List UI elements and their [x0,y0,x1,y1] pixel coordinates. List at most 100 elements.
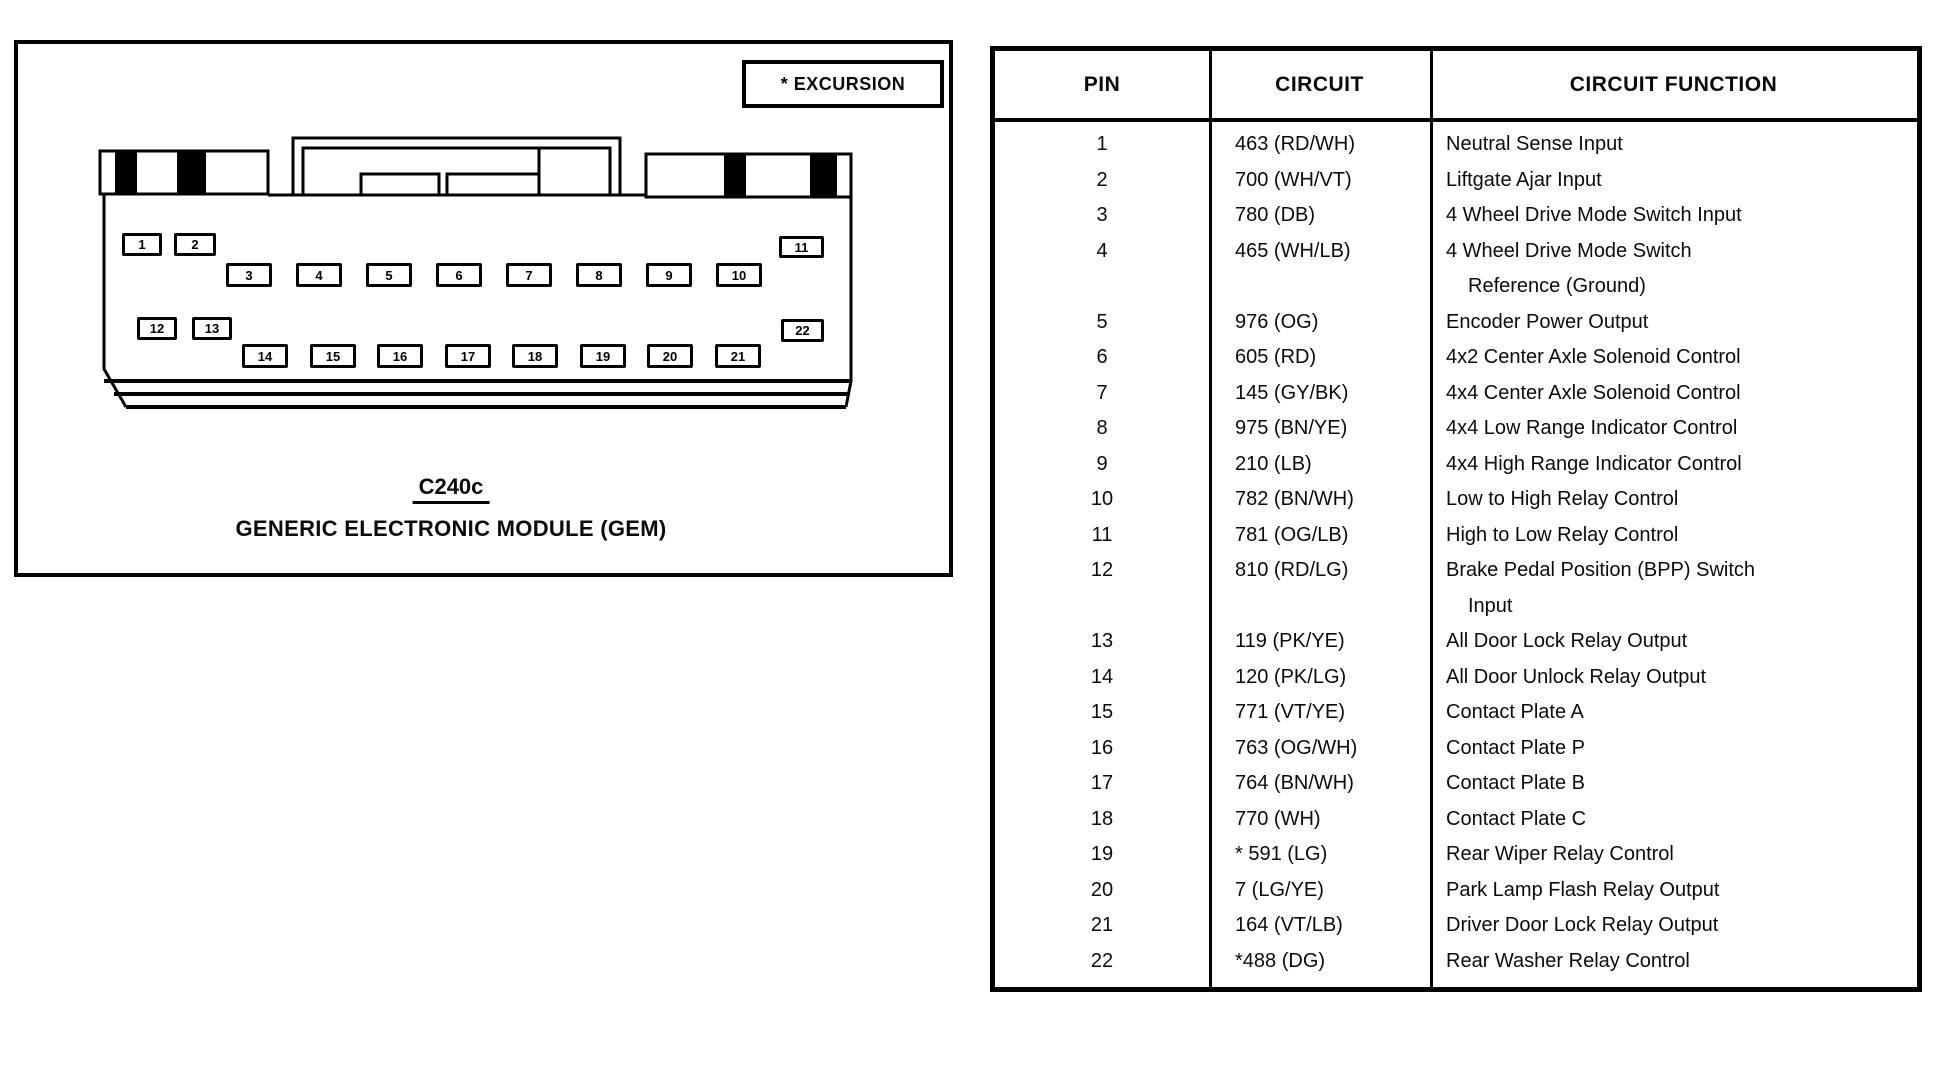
pin-box-12: 12 [137,317,177,340]
pin-box-14: 14 [242,344,288,368]
excursion-note-box: * EXCURSION [742,60,944,108]
function-cell: Contact Plate P [1446,736,1585,759]
pin-box-21: 21 [715,344,761,368]
connector-outline-drawing [98,136,853,409]
function-cell: Brake Pedal Position (BPP) Switch [1446,559,1756,581]
pin-box-6: 6 [436,263,482,287]
table-row-continuation: Input [995,589,1917,625]
pin-box-2: 2 [174,233,216,256]
pin-cell: 20 [1090,878,1114,901]
pin-cell: 9 [1096,452,1108,475]
circuit-cell: 465 (WH/LB) [1235,239,1351,262]
function-cell: 4x4 Low Range Indicator Control [1446,417,1738,439]
pin-cell: 8 [1096,417,1108,439]
table-row-continuation: Reference (Ground) [995,269,1917,305]
pin-cell: 16 [1090,736,1114,759]
circuit-cell: 763 (OG/WH) [1235,736,1358,759]
circuit-cell: 781 (OG/LB) [1235,523,1349,546]
table-row: 18 770 (WH) Contact Plate C [995,802,1917,838]
circuit-cell: 210 (LB) [1235,452,1312,475]
function-cell: Contact Plate C [1446,807,1587,830]
circuit-cell: 164 (VT/LB) [1235,914,1343,936]
table-row: 22*488 (DG)Rear Washer Relay Control [995,944,1917,980]
circuit-cell: 976 (OG) [1235,310,1319,333]
pin-box-5: 5 [366,263,412,287]
pin-cell: 17 [1090,772,1114,794]
circuit-cell: 782 (BN/WH) [1235,488,1354,510]
pin-box-8: 8 [576,263,622,287]
circuit-cell: 700 (WH/VT) [1235,168,1352,191]
pin-box-10: 10 [716,263,762,287]
pin-box-7: 7 [506,263,552,287]
table-row: 7 145 (GY/BK) 4x4 Center Axle Solenoid Con… [995,376,1917,412]
table-row: 21 164 (VT/LB) Driver Door Lock Relay Outp… [995,908,1917,944]
header-circuit-function: CIRCUIT FUNCTION [1569,72,1778,96]
pin-box-20: 20 [647,344,693,368]
keying-block [115,150,137,195]
pin-cell: 13 [1090,630,1114,652]
circuit-cell: 810 (RD/LG) [1235,559,1349,581]
circuit-cell [1209,589,1430,625]
connector-diagram-panel: * EXCURSION [14,40,953,577]
circuit-cell: 771 (VT/YE) [1235,701,1346,723]
function-cell: 4 Wheel Drive Mode Switch Input [1446,204,1742,226]
function-cell: High to Low Relay Control [1446,523,1679,546]
keying-block [724,153,746,198]
function-cell: All Door Unlock Relay Output [1446,665,1707,688]
pin-cell: 2 [1096,168,1108,191]
function-cell: Rear Washer Relay Control [1446,949,1690,972]
pin-cell: 5 [1096,310,1108,333]
circuit-cell: 7 (LG/YE) [1235,878,1324,901]
table-row: 5 976 (OG) Encoder Power Output [995,305,1917,341]
function-cell: Rear Wiper Relay Control [1446,843,1674,865]
circuit-cell: 780 (DB) [1235,204,1316,226]
function-cell: 4 Wheel Drive Mode Switch [1446,239,1692,262]
function-cell: Driver Door Lock Relay Output [1446,914,1719,936]
circuit-cell: 145 (GY/BK) [1235,381,1349,404]
function-cell: Low to High Relay Control [1446,488,1679,510]
header-pin: PIN [1083,72,1121,96]
table-row: 19* 591 (LG)Rear Wiper Relay Control [995,837,1917,873]
pin-cell: 18 [1090,807,1114,830]
function-cell: 4x4 Center Axle Solenoid Control [1446,381,1741,404]
circuit-cell: 764 (BN/WH) [1235,772,1354,794]
pin-cell: 7 [1096,381,1108,404]
pin-cell [995,269,1209,305]
pin-cell: 10 [1090,488,1114,510]
function-cell: Encoder Power Output [1446,310,1649,333]
pin-cell: 21 [1090,914,1114,936]
pin-box-3: 3 [226,263,272,287]
pin-cell: 6 [1096,346,1108,368]
table-header-row: PIN CIRCUIT CIRCUIT FUNCTION [995,51,1917,122]
pin-box-17: 17 [445,344,491,368]
pin-cell [995,589,1209,625]
pin-cell: 14 [1090,665,1114,688]
function-cell: All Door Lock Relay Output [1446,630,1688,652]
function-cell: 4x2 Center Axle Solenoid Control [1446,346,1741,368]
function-cell: Contact Plate A [1446,701,1584,723]
pin-box-16: 16 [377,344,423,368]
circuit-cell: 770 (WH) [1235,807,1321,830]
pin-box-19: 19 [580,344,626,368]
function-cell: Input [1468,594,1513,617]
pin-box-15: 15 [310,344,356,368]
pin-box-18: 18 [512,344,558,368]
circuit-cell [1209,269,1430,305]
function-cell: Reference (Ground) [1468,275,1646,297]
pin-cell: 1 [1096,133,1108,155]
pin-box-4: 4 [296,263,342,287]
